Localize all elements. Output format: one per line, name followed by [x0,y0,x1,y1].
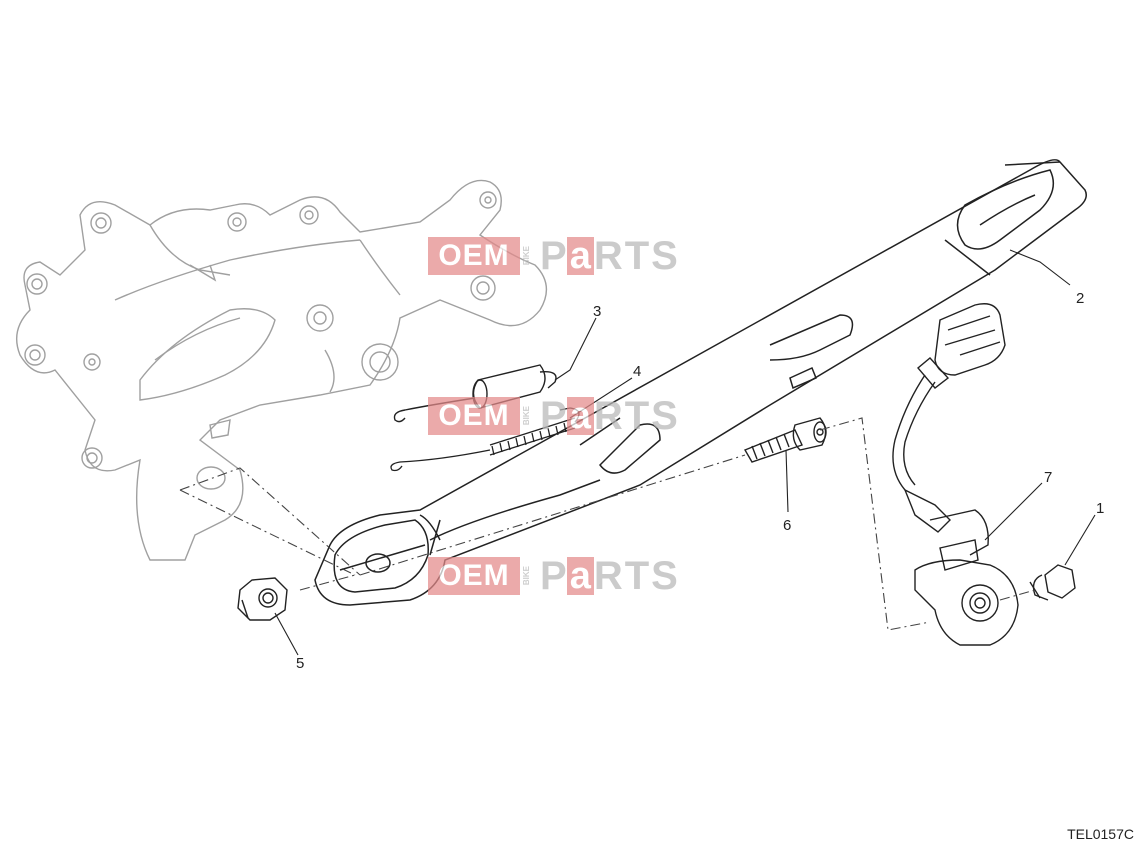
watermark-logo: OEM BIKE P a RTS [428,394,680,438]
leader-lines [274,249,1096,656]
callout-6: 6 [783,517,791,534]
callout-3: 3 [593,303,601,320]
callout-2: 2 [1076,290,1084,307]
callout-4: 4 [633,363,641,380]
callout-5: 5 [296,655,304,672]
stand-sensor [892,303,1019,646]
diagram-reference-code: TEL0157C [1067,826,1134,842]
sensor-bolt [1029,564,1076,601]
callout-7: 7 [1044,469,1052,486]
return-spring [390,407,580,472]
side-stand-leg [314,159,1087,606]
watermark-logo: OEM BIKE P a RTS [428,554,680,598]
assembly-lines [179,417,1036,631]
stand-bolt [743,417,827,463]
watermark-logo: OEM BIKE P a RTS [428,234,680,278]
lock-nut [237,577,288,621]
frame-bracket [16,179,548,561]
callout-1: 1 [1096,500,1104,517]
